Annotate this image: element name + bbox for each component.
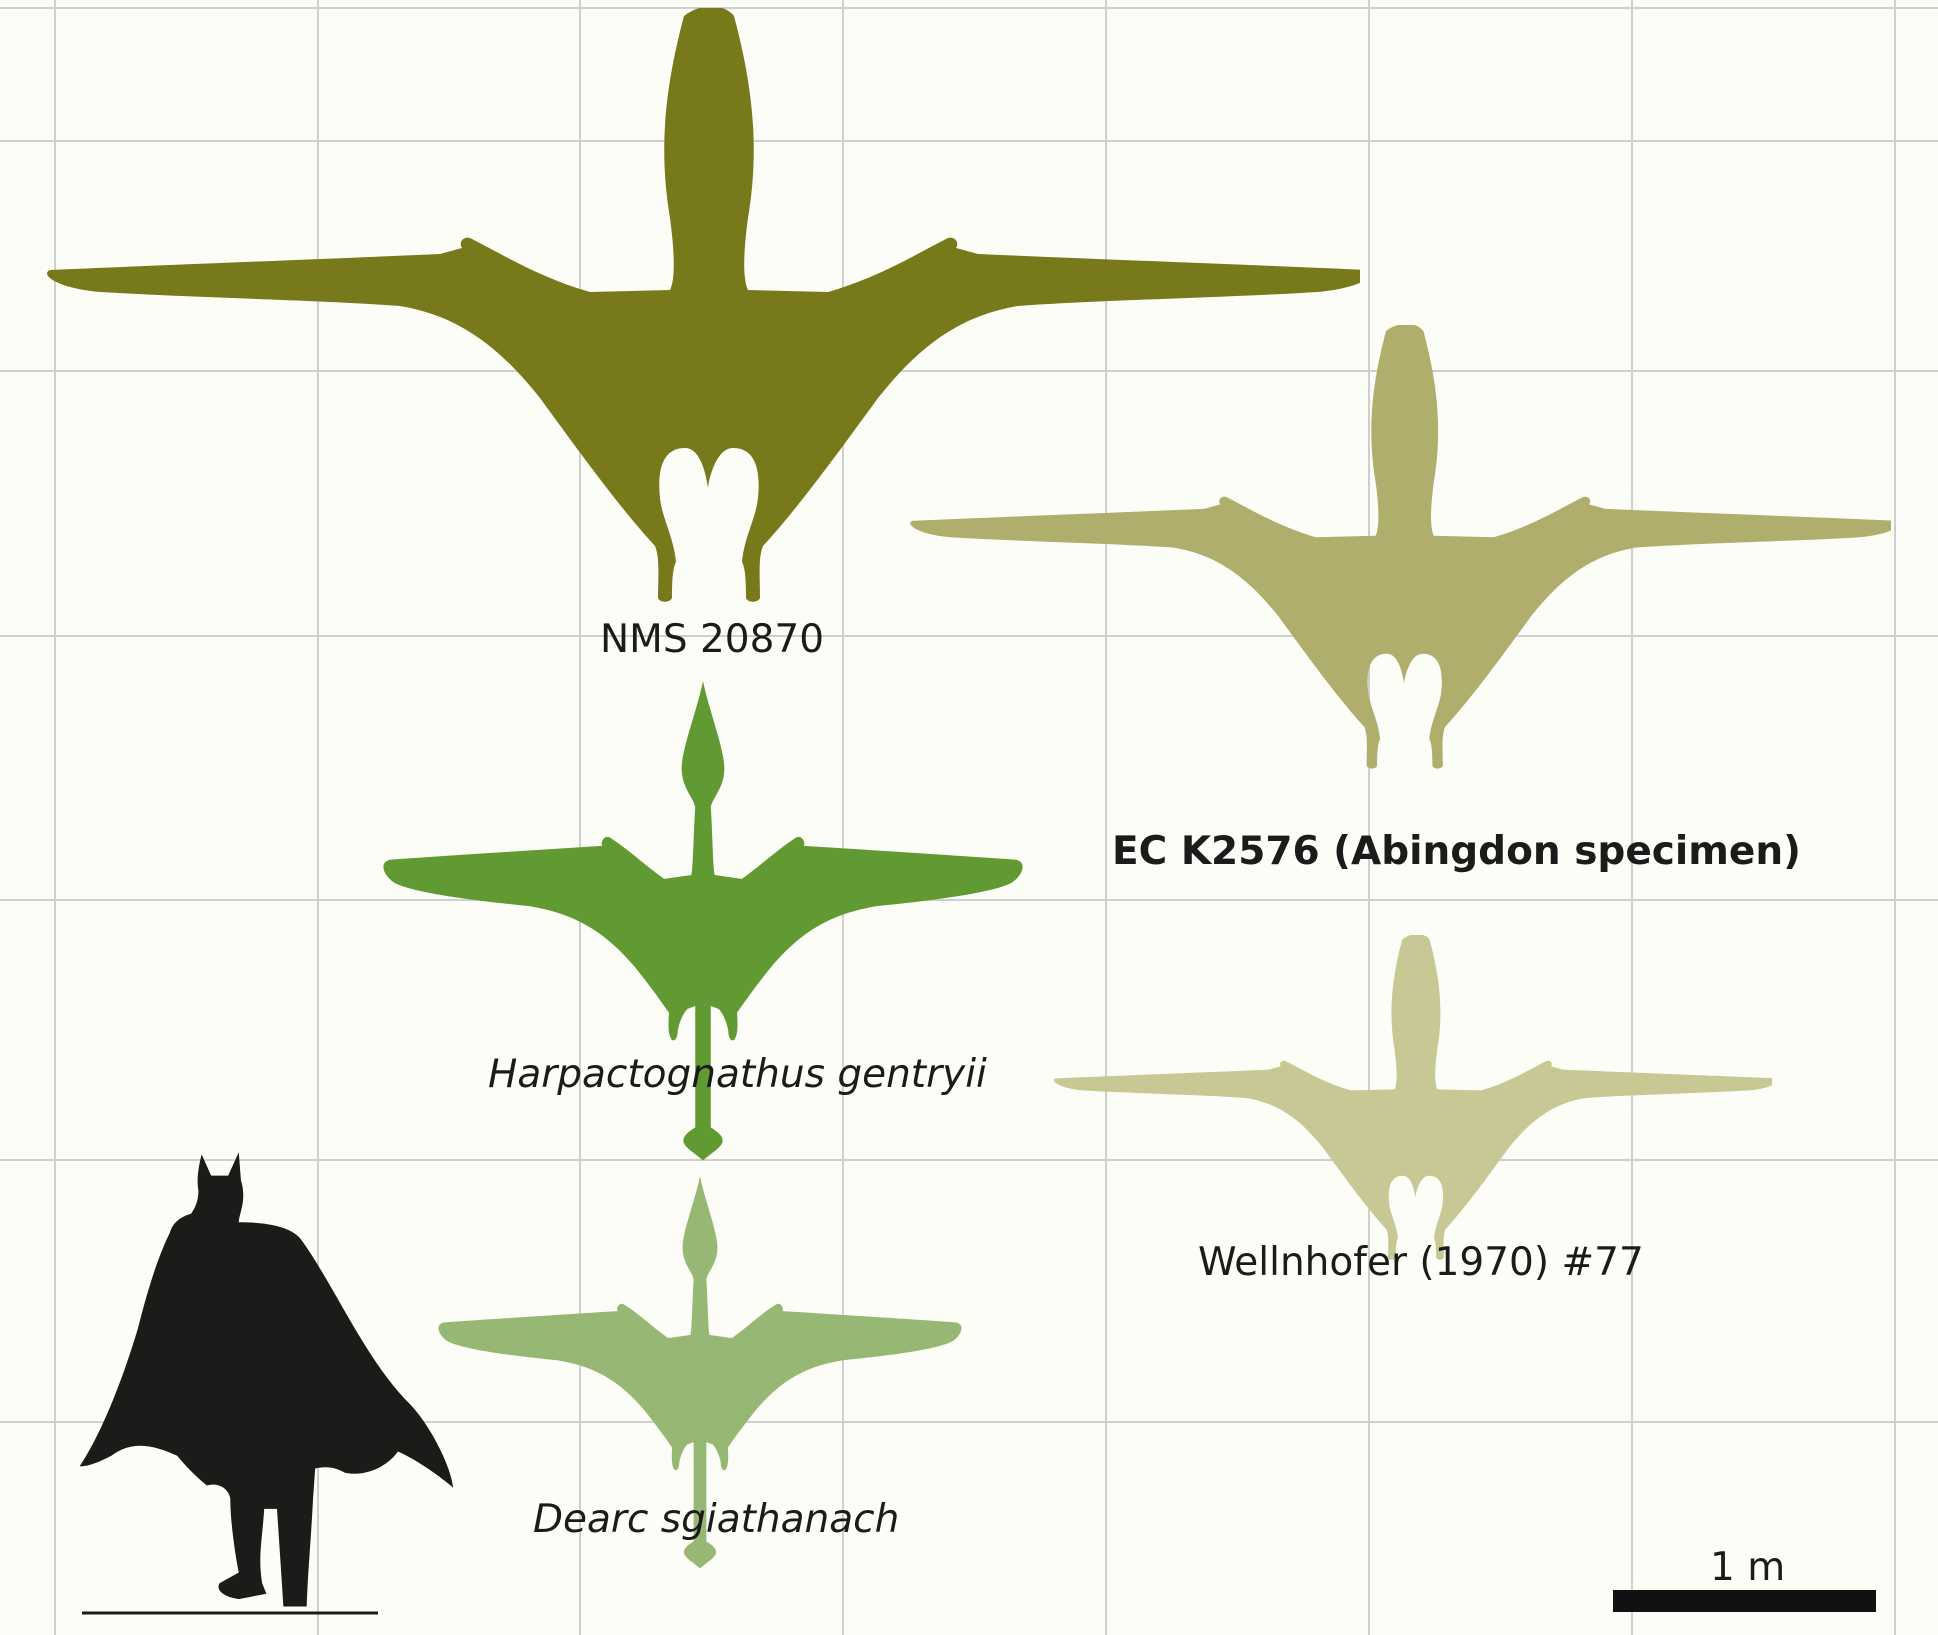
caped-human-silhouette-icon — [79, 1152, 454, 1607]
silhouette-ec-k2576 — [910, 325, 1891, 769]
pterosaur-silhouette-icon — [1053, 935, 1772, 1260]
silhouette-human — [79, 1152, 454, 1615]
label-nms-20870: NMS 20870 — [600, 617, 825, 662]
pterosaur-silhouette-icon — [910, 325, 1891, 769]
scale-bar — [1613, 1590, 1876, 1612]
silhouette-wellnhofer-77 — [1053, 935, 1772, 1260]
label-wellnhofer-77: Wellnhofer (1970) #77 — [1198, 1240, 1644, 1285]
label-harpactognathus: Harpactognathus gentryii — [488, 1052, 987, 1097]
label-dearc: Dearc sgiathanach — [533, 1497, 900, 1542]
scale-bar-label: 1 m — [1710, 1545, 1786, 1590]
label-ec-k2576: EC K2576 (Abingdon specimen) — [1112, 829, 1801, 874]
